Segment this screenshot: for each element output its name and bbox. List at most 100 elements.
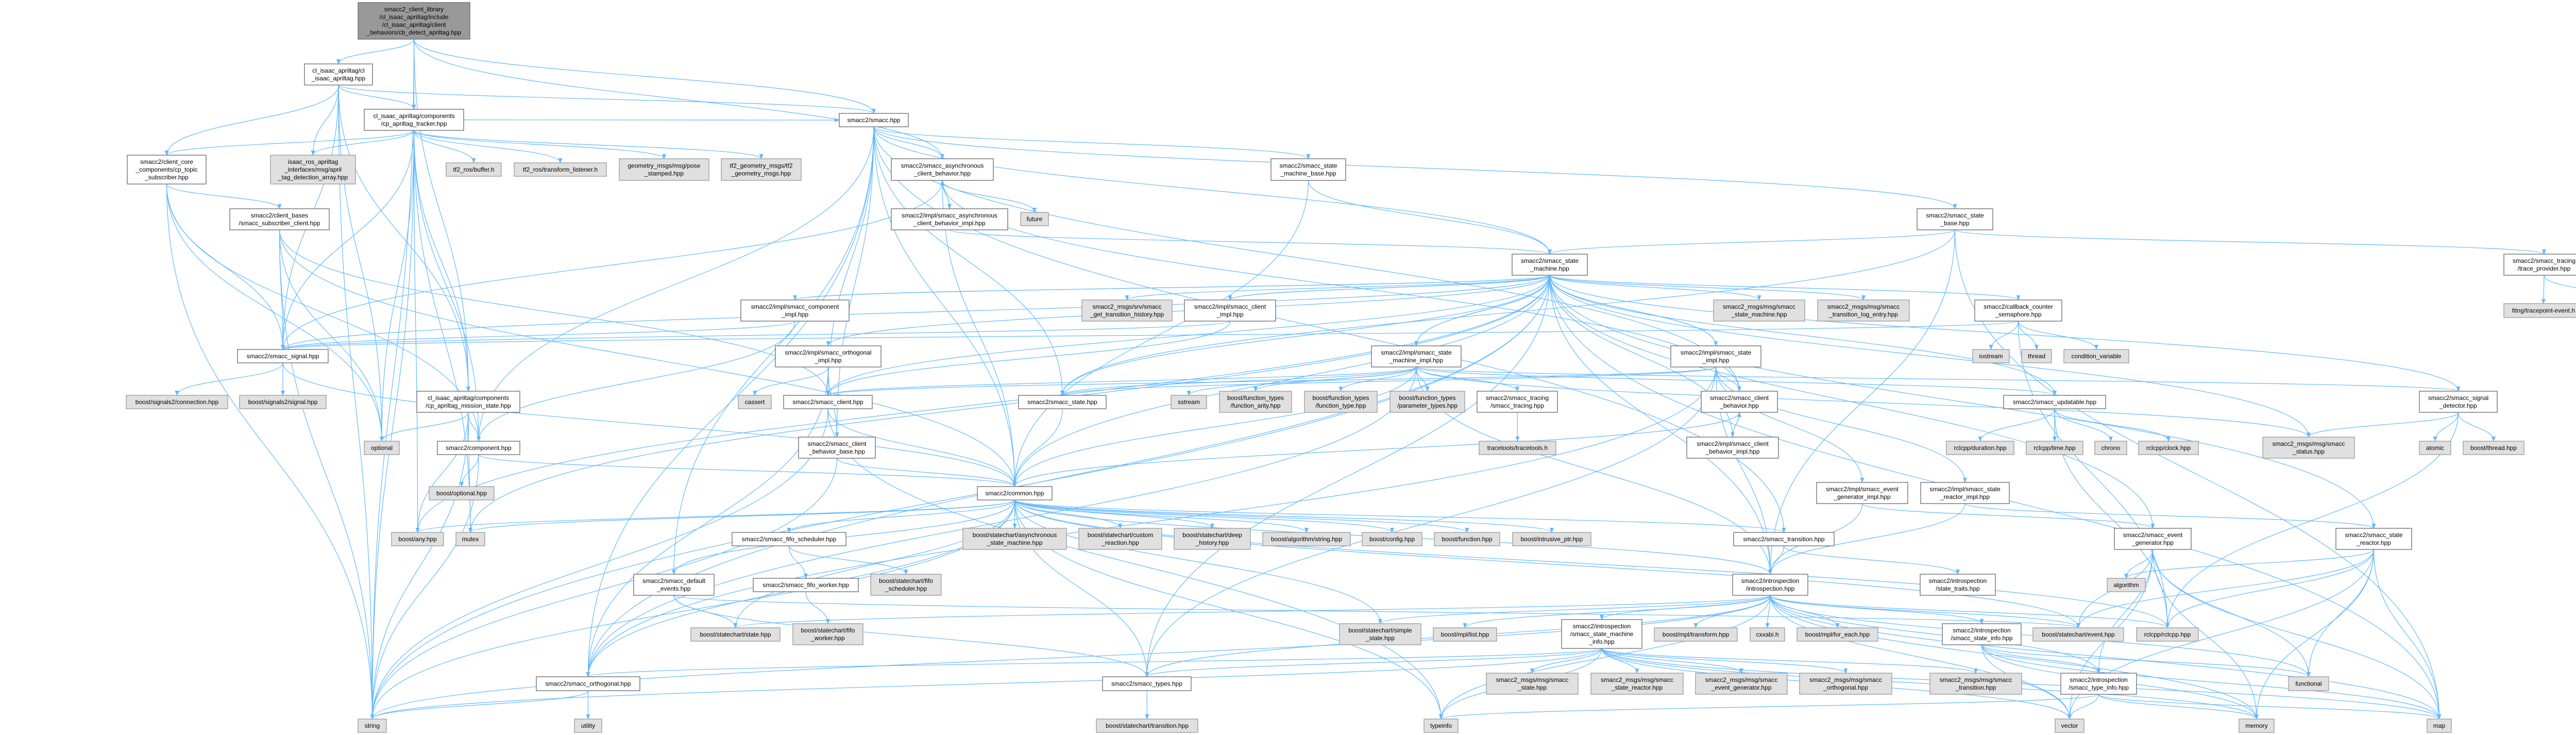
graph-node-sstream[interactable]: sstream <box>1171 395 1207 409</box>
graph-node-intro[interactable]: smacc2/introspection/introspection.hpp <box>1732 574 1808 596</box>
graph-node-status[interactable]: smacc2_msgs/msg/smacc_status.hpp <box>2262 437 2355 459</box>
graph-node-sr-impl[interactable]: smacc2/impl/smacc_state_reactor_impl.hpp <box>1920 482 2010 504</box>
graph-node-typeinfo[interactable]: typeinfo <box>1423 719 1459 733</box>
graph-node-gth[interactable]: smacc2_msgs/srv/smacc_get_transition_his… <box>1081 299 1173 322</box>
graph-node-condvar[interactable]: condition_variable <box>2063 349 2129 363</box>
graph-node-ftype[interactable]: boost/function_types/function_type.hpp <box>1304 391 1378 413</box>
graph-node-map[interactable]: map <box>2427 719 2452 733</box>
graph-node-msg-sm[interactable]: smacc2_msgs/msg/smacc_state_machine.hpp <box>1713 299 1805 322</box>
graph-node-types[interactable]: smacc2/smacc_types.hpp <box>1102 676 1192 691</box>
graph-node-traits[interactable]: smacc2/introspection/state_traits.hpp <box>1920 574 1996 596</box>
graph-node-cl-hpp[interactable]: cl_isaac_apriltag/cl_isaac_apriltag.hpp <box>304 63 373 86</box>
graph-node-chrono[interactable]: chrono <box>2094 441 2127 455</box>
graph-node-sig-conn[interactable]: boost/signals2/connection.hpp <box>126 395 228 409</box>
graph-node-state-info[interactable]: smacc2/introspection/smacc_state_info.hp… <box>1942 623 2022 645</box>
graph-node-ev-gen-impl[interactable]: smacc2/impl/smacc_event_generator_impl.h… <box>1816 482 1908 504</box>
graph-node-mutex[interactable]: mutex <box>455 532 485 546</box>
graph-node-sm-impl[interactable]: smacc2/impl/smacc_state_machine_impl.hpp <box>1371 345 1462 368</box>
graph-node-ptypes[interactable]: boost/function_types/parameter_types.hpp <box>1389 391 1465 413</box>
graph-node-any[interactable]: boost/any.hpp <box>391 532 444 546</box>
graph-node-cb-impl[interactable]: smacc2/impl/smacc_client_behavior_impl.h… <box>1686 437 1779 459</box>
graph-node-cbb[interactable]: smacc2/smacc_client_behavior_base.hpp <box>798 437 876 459</box>
graph-node-algorithm[interactable]: algorithm <box>2107 578 2146 592</box>
graph-node-fifo-sched[interactable]: smacc2/smacc_fifo_scheduler.hpp <box>732 532 846 546</box>
graph-node-simple[interactable]: boost/statechart/simple_state.hpp <box>1339 623 1421 645</box>
graph-node-comp-impl[interactable]: smacc2/impl/smacc_component_impl.hpp <box>740 299 850 322</box>
graph-node-sc-fifo-sched[interactable]: boost/statechart/fifo_scheduler.hpp <box>870 574 942 596</box>
graph-node-tf2buf[interactable]: tf2_ros/buffer.h <box>446 162 502 177</box>
graph-node-sig-sig[interactable]: boost/signals2/signal.hpp <box>239 395 327 409</box>
graph-node-deep[interactable]: boost/statechart/deep_history.hpp <box>1174 528 1251 550</box>
graph-node-transition[interactable]: smacc2/smacc_transition.hpp <box>1733 532 1835 546</box>
graph-node-memory[interactable]: memory <box>2239 719 2275 733</box>
graph-node-transform[interactable]: boost/mpl/transform.hpp <box>1654 627 1738 642</box>
graph-node-updatable[interactable]: smacc2/smacc_updatable.hpp <box>2003 395 2106 409</box>
graph-node-cb[interactable]: smacc2/smacc_client_behavior.hpp <box>1701 391 1778 413</box>
graph-node-rclcpp[interactable]: rclcpp/rclcpp.hpp <box>2136 627 2199 642</box>
graph-node-state-base[interactable]: smacc2/smacc_state_base.hpp <box>1917 208 1993 230</box>
graph-node-sm[interactable]: smacc2/smacc_state_machine.hpp <box>1512 254 1588 276</box>
graph-node-sc-state[interactable]: boost/statechart/state.hpp <box>690 627 781 642</box>
graph-node-custom[interactable]: boost/statechart/custom_reaction.hpp <box>1078 528 1162 550</box>
graph-node-orth[interactable]: smacc2/smacc_orthogonal.hpp <box>536 676 640 691</box>
graph-node-client-impl[interactable]: smacc2/impl/smacc_client_impl.hpp <box>1184 299 1276 322</box>
graph-node-mpl-list[interactable]: boost/mpl/list.hpp <box>1433 627 1497 642</box>
graph-node-sigdet[interactable]: smacc2/smacc_signal_detector.hpp <box>2419 391 2498 413</box>
graph-node-tracing[interactable]: smacc2/smacc_tracing/smacc_tracing.hpp <box>1477 391 1558 413</box>
graph-node-config[interactable]: boost/config.hpp <box>1362 532 1422 546</box>
graph-node-m-eg[interactable]: smacc2_msgs/msg/smacc_event_generator.hp… <box>1695 673 1788 695</box>
graph-node-fifo-worker[interactable]: smacc2/smacc_fifo_worker.hpp <box>753 578 859 592</box>
graph-node-state[interactable]: smacc2/smacc_state.hpp <box>1018 395 1107 409</box>
graph-node-msg-tle[interactable]: smacc2_msgs/msg/smacc_transition_log_ent… <box>1817 299 1910 322</box>
graph-node-state-impl[interactable]: smacc2/impl/smacc_state_impl.hpp <box>1670 345 1761 368</box>
graph-node-iostream[interactable]: iostream <box>1972 349 2010 363</box>
graph-node-ccs[interactable]: smacc2/callback_counter_semaphore.hpp <box>1974 299 2062 322</box>
graph-node-m-state[interactable]: smacc2_msgs/msg/smacc_state.hpp <box>1486 673 1579 695</box>
graph-node-rtime[interactable]: rclcpp/time.hpp <box>2026 441 2083 455</box>
graph-node-topic-sub[interactable]: smacc2/client_core_components/cp_topic_s… <box>127 155 207 185</box>
graph-node-m-trans[interactable]: smacc2_msgs/msg/smacc_transition.hpp <box>1929 673 2022 695</box>
graph-node-component[interactable]: smacc2/component.hpp <box>437 441 520 455</box>
graph-node-orth-impl[interactable]: smacc2/impl/smacc_orthogonal_impl.hpp <box>775 345 882 368</box>
graph-node-sm-base[interactable]: smacc2/smacc_state_machine_base.hpp <box>1270 158 1346 181</box>
graph-node-smi[interactable]: smacc2/introspection/smacc_state_machine… <box>1561 619 1642 649</box>
graph-node-m-orth[interactable]: smacc2_msgs/msg/smacc_orthogonal.hpp <box>1799 673 1892 695</box>
graph-node-thread[interactable]: thread <box>2021 349 2052 363</box>
graph-node-client[interactable]: smacc2/smacc_client.hpp <box>783 395 873 409</box>
graph-node-smacc[interactable]: smacc2/smacc.hpp <box>839 113 909 127</box>
graph-node-type-info[interactable]: smacc2/introspection/smacc_type_info.hpp <box>2060 673 2137 695</box>
graph-node-iptr[interactable]: boost/intrusive_ptr.hpp <box>1512 532 1591 546</box>
graph-node-cxxabi[interactable]: cxxabi.h <box>1750 627 1785 642</box>
graph-node-root[interactable]: smacc2_client_library/cl_isaac_apriltag/… <box>358 2 470 40</box>
graph-node-tf2gm[interactable]: tf2_geometry_msgs/tf2_geometry_msgs.hpp <box>721 158 802 181</box>
graph-node-farity[interactable]: boost/function_types/function_arity.hpp <box>1219 391 1292 413</box>
graph-node-ev-gen[interactable]: smacc2/smacc_event_generator.hpp <box>2114 528 2192 550</box>
graph-node-async-impl[interactable]: smacc2/impl/smacc_asynchronous_client_be… <box>891 208 1008 230</box>
graph-node-lttng-ev[interactable]: lttng/tracepoint-event.h <box>2503 303 2576 318</box>
graph-node-function[interactable]: boost/function.hpp <box>1434 532 1500 546</box>
graph-node-foreach[interactable]: boost/mpl/for_each.hpp <box>1797 627 1878 642</box>
graph-node-async-cb[interactable]: smacc2/smacc_asynchronous_client_behavio… <box>891 158 994 181</box>
graph-node-mission[interactable]: cl_isaac_apriltag/components/cp_apriltag… <box>416 391 520 413</box>
graph-node-sr[interactable]: smacc2/smacc_state_reactor.hpp <box>2335 528 2412 550</box>
graph-node-pose[interactable]: geometry_msgs/msg/pose_stamped.hpp <box>619 158 709 181</box>
graph-node-clock[interactable]: rclcpp/clock.hpp <box>2138 441 2199 455</box>
graph-node-atomic[interactable]: atomic <box>2419 441 2451 455</box>
graph-node-sc-fifo-worker[interactable]: boost/statechart/fifo_worker.hpp <box>792 623 863 645</box>
graph-node-sc-event[interactable]: boost/statechart/event.hpp <box>2032 627 2124 642</box>
graph-node-algstr[interactable]: boost/algorithm/string.hpp <box>1262 532 1351 546</box>
graph-node-tf2tl[interactable]: tf2_ros/transform_listener.h <box>514 162 607 177</box>
graph-node-sc-trans[interactable]: boost/statechart/transition.hpp <box>1096 719 1198 733</box>
graph-node-cassert[interactable]: cassert <box>738 395 772 409</box>
graph-node-tracker[interactable]: cl_isaac_apriltag/components/cp_apriltag… <box>364 109 464 131</box>
graph-node-boost-opt[interactable]: boost/optional.hpp <box>429 486 495 500</box>
graph-node-utility[interactable]: utility <box>574 719 602 733</box>
graph-node-bthread[interactable]: boost/thread.hpp <box>2463 441 2524 455</box>
graph-node-string[interactable]: string <box>358 719 387 733</box>
graph-node-functional[interactable]: functional <box>2288 676 2329 691</box>
graph-node-trace-prov[interactable]: smacc2/smacc_tracing/trace_provider.hpp <box>2503 254 2576 276</box>
graph-node-common[interactable]: smacc2/common.hpp <box>977 486 1053 500</box>
graph-node-m-sr[interactable]: smacc2_msgs/msg/smacc_state_reactor.hpp <box>1590 673 1684 695</box>
graph-node-tracetools[interactable]: tracetools/tracetools.h <box>1479 441 1556 455</box>
graph-node-det-arr[interactable]: isaac_ros_apriltag_interfaces/msg/april_… <box>270 155 356 185</box>
